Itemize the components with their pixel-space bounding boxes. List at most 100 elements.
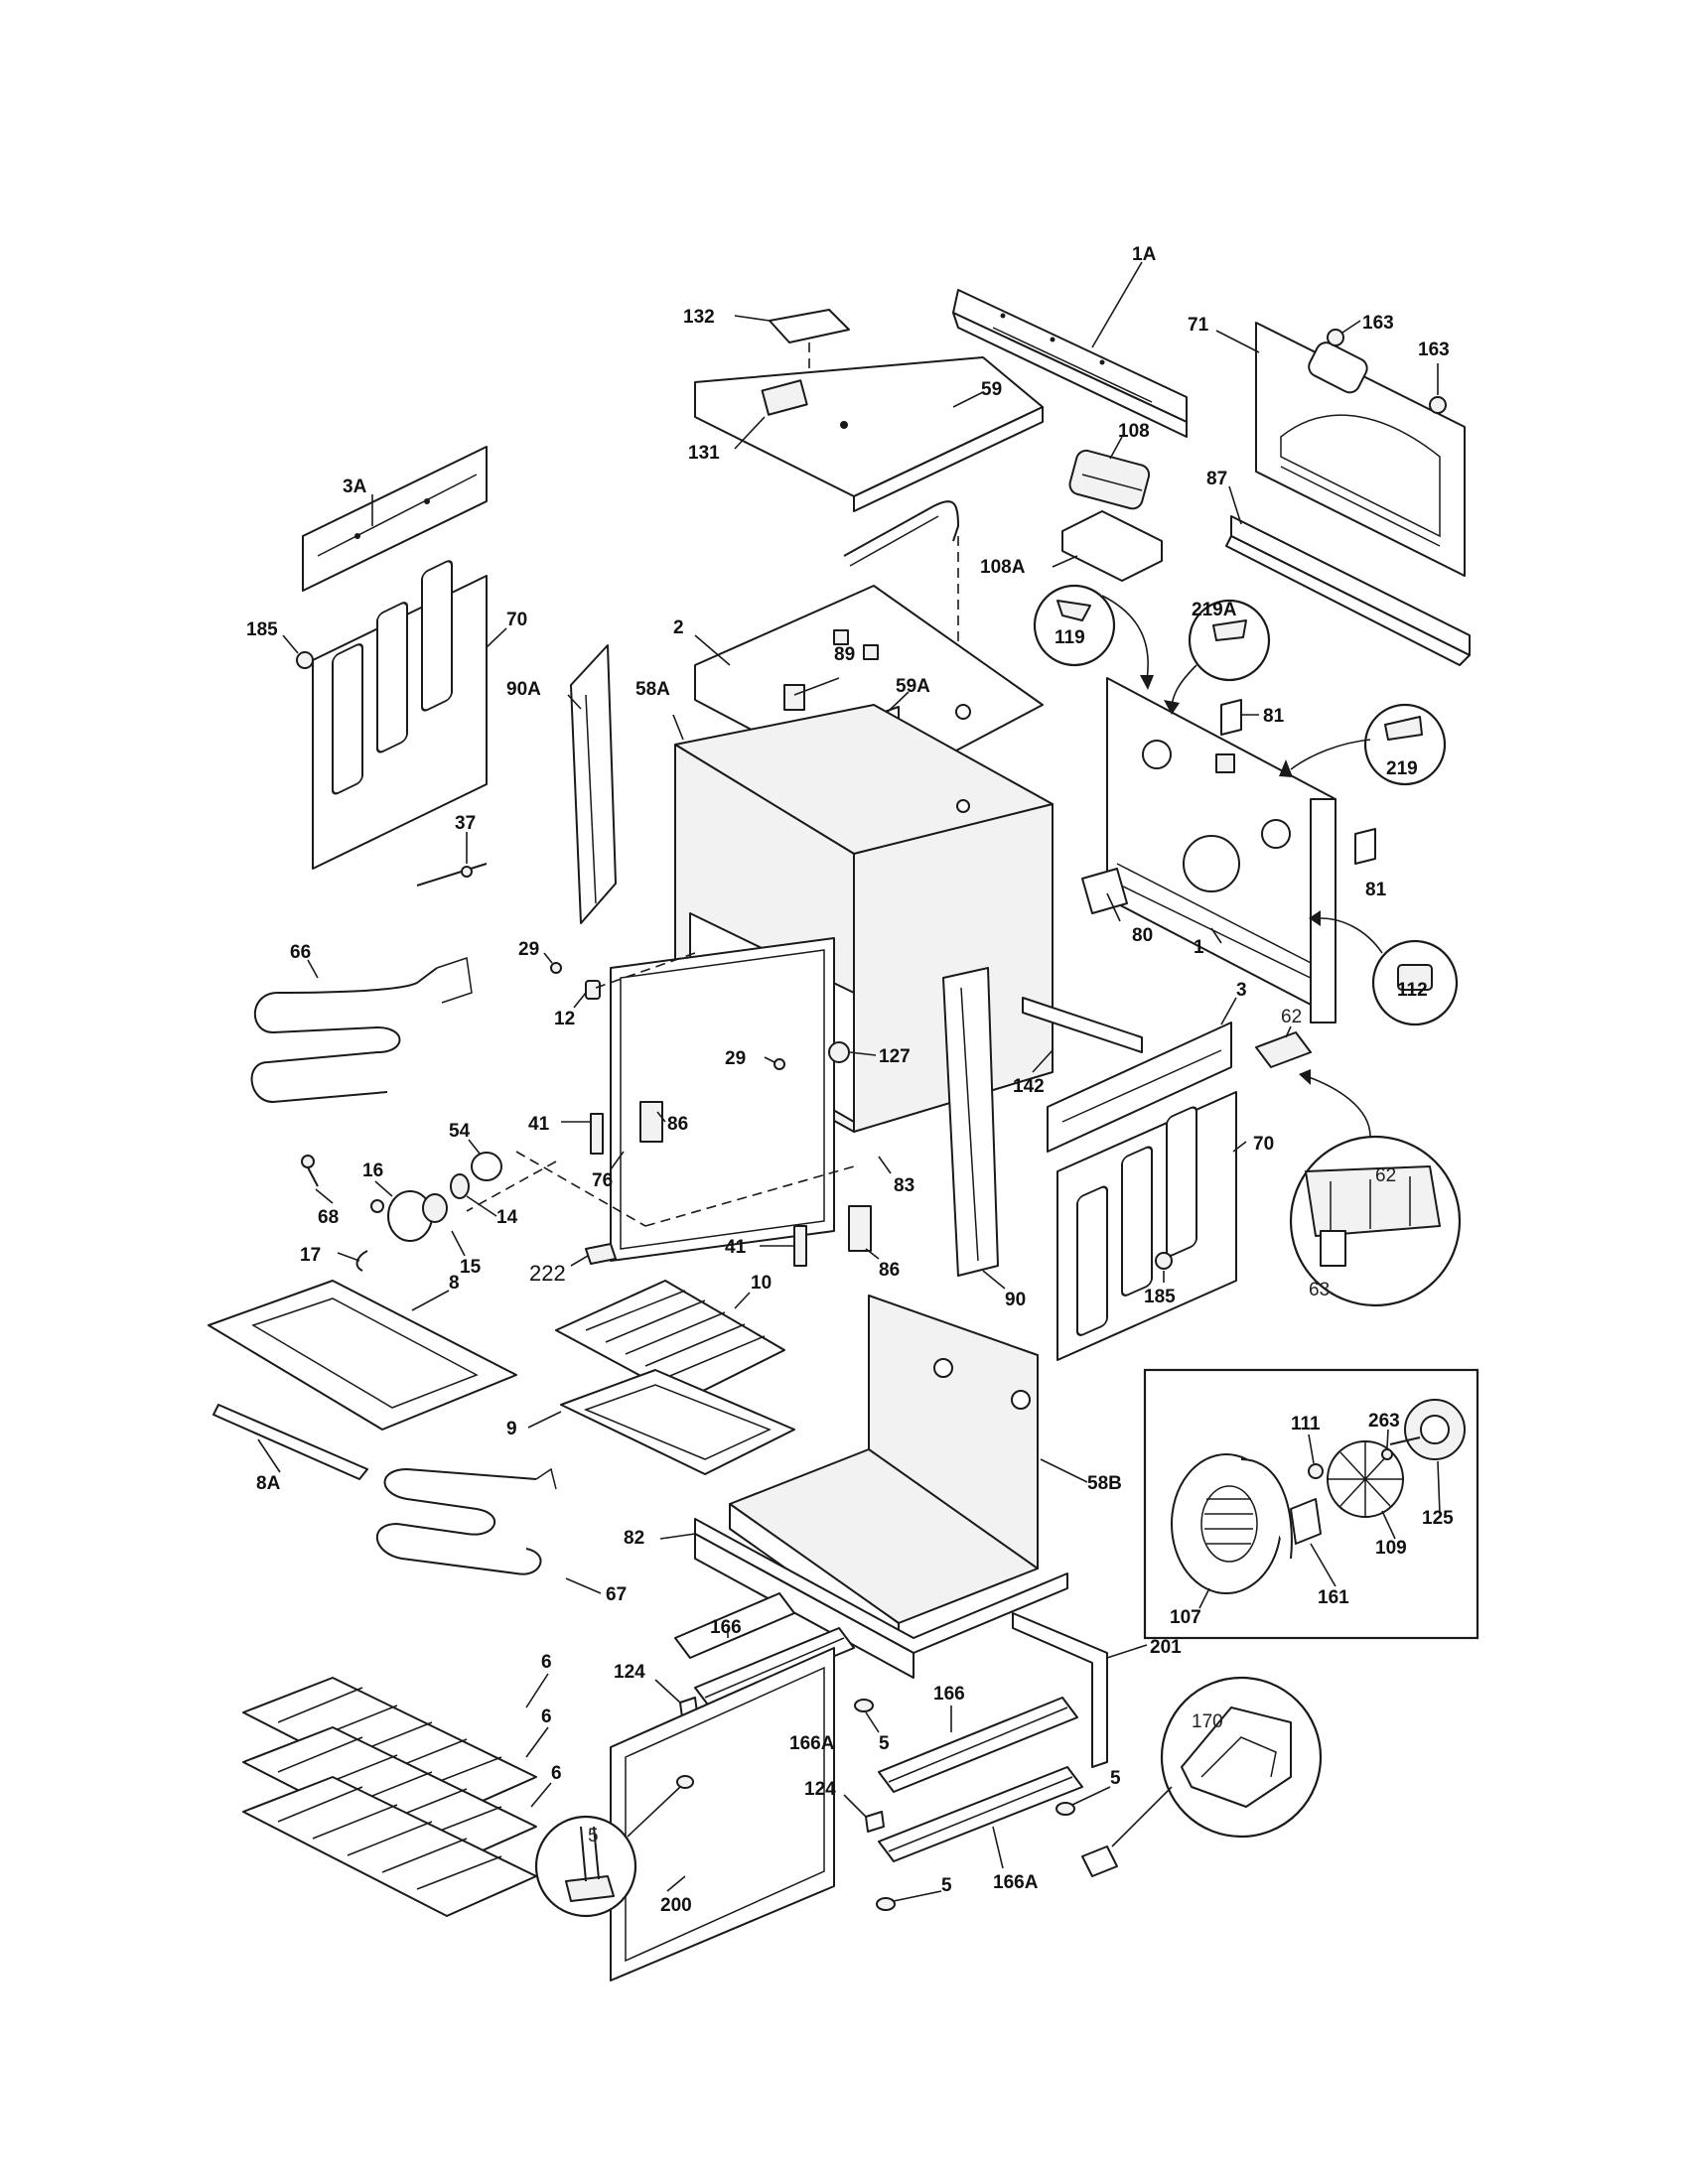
label-170: 170 [1192,1711,1223,1732]
label-1: 1 [1194,937,1204,958]
part-71-rear-panel [1255,322,1466,577]
detail-170-bracket [1111,1676,1323,1847]
part-54-lamp-lens [471,1152,502,1181]
part-86-hinge-receiver-top [639,1101,663,1143]
part-1A-top-rail [952,289,1188,438]
label-6: 6 [551,1763,562,1784]
label-81: 81 [1263,706,1285,727]
part-107-fan-housing [1171,1453,1293,1594]
label-54: 54 [449,1121,471,1142]
part-70-right-side-panel [1056,1091,1237,1361]
label-107: 107 [1170,1607,1201,1628]
label-81: 81 [1365,880,1387,900]
label-5: 5 [1110,1768,1121,1789]
part-59-tube [843,500,959,567]
part-124-rail-right [865,1811,885,1833]
label-127: 127 [879,1046,911,1067]
label-124: 124 [804,1779,836,1800]
part-14-lamp-spring [450,1173,470,1199]
part-41-hinge-bottom [793,1225,807,1267]
part-166A-slide-left [694,1627,855,1708]
fan-assembly-inset [1143,1368,1479,1640]
label-12: 12 [554,1009,575,1029]
part-8-door-glass [208,1280,517,1431]
label-41: 41 [528,1114,550,1135]
part-108-switch [1068,449,1151,510]
part-80-bracket [1081,868,1128,914]
label-5: 5 [879,1733,890,1754]
label-10: 10 [751,1273,772,1294]
part-125-fan-motor [1389,1399,1466,1460]
label-14: 14 [496,1207,518,1228]
part-142-strip [1022,997,1143,1053]
label-8A: 8A [256,1473,281,1494]
label-76: 76 [592,1170,613,1191]
label-161: 161 [1318,1587,1349,1608]
label-6: 6 [541,1652,552,1673]
part-37-sensor [416,863,488,887]
label-16: 16 [362,1160,383,1181]
label-132: 132 [683,307,715,328]
part-5-leg-c [876,1897,896,1911]
part-132-plate [769,309,850,343]
part-5-leg-b [1055,1802,1075,1816]
label-109: 109 [1375,1538,1407,1559]
detail-119-switch [1033,584,1154,690]
part-29-screw-mid [774,1058,785,1070]
part-185-plug-left [296,651,314,669]
label-200: 200 [660,1895,692,1916]
part-16-lamp-cover [387,1190,448,1242]
part-86-hinge-receiver-bottom [848,1205,872,1252]
part-41-hinge-top [590,1113,604,1155]
part-82-bottom-tray [694,1518,1068,1679]
part-166-slide-left [674,1592,795,1659]
label-41: 41 [725,1237,747,1258]
label-166: 166 [933,1684,965,1705]
label-263: 263 [1368,1411,1400,1432]
label-222: 222 [529,1261,566,1286]
label-58A: 58A [635,679,670,700]
label-163: 163 [1418,340,1450,360]
label-67: 67 [606,1584,627,1605]
part-161-bracket [1290,1498,1322,1545]
label-29: 29 [725,1048,746,1069]
label-68: 68 [318,1207,339,1228]
label-15: 15 [460,1257,482,1278]
part-68-screw [301,1155,319,1187]
label-83: 83 [894,1175,914,1196]
part-90-strip [942,967,999,1277]
part-127-lamp [828,1041,850,1063]
label-71: 71 [1188,315,1209,336]
part-10-broil-grid [555,1280,785,1401]
part-90A-strip [570,644,617,924]
part-3A-side-rail [302,446,488,592]
label-9: 9 [506,1419,517,1439]
part-108A-bracket [1061,510,1163,582]
detail-219A-switch [1164,599,1271,715]
part-6-oven-rack-mid [242,1726,537,1867]
detail-5-leveling-leg [534,1786,681,1918]
label-163: 163 [1362,313,1394,334]
label-2: 2 [673,617,684,638]
label-185: 185 [246,619,278,640]
part-8A-door-trim [212,1404,368,1480]
label-58B: 58B [1087,1473,1122,1494]
label-131: 131 [688,443,720,464]
label-125: 125 [1422,1508,1454,1529]
label-166A: 166A [993,1872,1039,1893]
label-201: 201 [1150,1637,1182,1658]
part-58B-lower-wrapper [729,1295,1039,1649]
part-185-plug-right [1155,1252,1173,1270]
label-166A: 166A [789,1733,835,1754]
part-81-bracket-top [1220,699,1242,736]
part-29-screw-top [550,962,562,974]
label-111: 111 [1291,1414,1321,1434]
label-90: 90 [1005,1290,1026,1310]
part-76-door-gasket [610,937,835,1262]
label-108A: 108A [980,557,1026,578]
label-70: 70 [506,610,527,630]
part-166-slide-right [878,1697,1078,1793]
label-62: 62 [1281,1007,1302,1027]
part-9-broil-pan [560,1369,795,1475]
